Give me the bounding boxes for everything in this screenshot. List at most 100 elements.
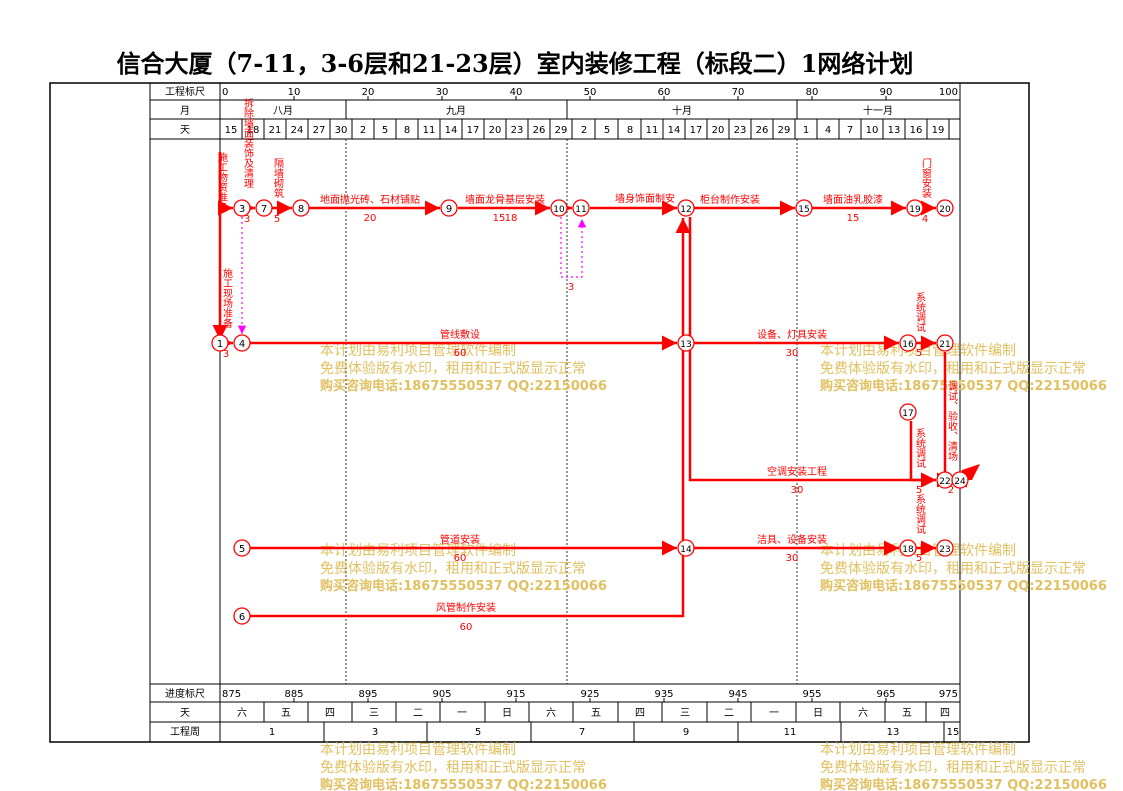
weekday-label: 二 (724, 708, 734, 719)
progress-tick-label: 925 (580, 689, 599, 700)
progress-tick-label: 945 (728, 689, 747, 700)
node-9: 9 (440, 199, 458, 217)
day-label: 23 (734, 125, 747, 136)
progress-tick-label: 935 (654, 689, 673, 700)
day-label: 19 (932, 125, 945, 136)
day-label: 13 (888, 125, 901, 136)
activity-label: 墙面油乳胶漆 (823, 193, 883, 206)
nodes: 1 3 4 5 6 7 8 9 10 11 12 13 14 15 16 17 … (211, 199, 969, 625)
svg-text:16: 16 (902, 340, 914, 350)
svg-text:14: 14 (680, 545, 692, 555)
row-label-month: 月 (180, 105, 190, 117)
activity-duration: 30 (786, 348, 799, 359)
row-label-progress: 进度标尺 (165, 687, 205, 700)
week-label: 1 (269, 727, 275, 738)
weekday-label: 五 (281, 708, 291, 719)
watermark-text: 购买咨询电话:18675550537 QQ:22150066 (820, 777, 1107, 791)
watermark-text: 免费体验版有水印，租用和正式版显示正常 (320, 760, 586, 776)
scale-tick-label: 30 (436, 87, 449, 98)
weekday-label: 六 (546, 707, 556, 719)
activity-label: 墙身饰面制安 (615, 192, 675, 205)
day-label: 26 (533, 125, 546, 136)
day-label: 5 (382, 125, 388, 136)
day-label: 16 (910, 125, 923, 136)
svg-text:5: 5 (239, 544, 245, 555)
outer-frame (49, 82, 1030, 743)
week-label: 3 (372, 727, 378, 738)
activity-label: 柜台制作安装 (700, 193, 760, 206)
activity-duration: 60 (460, 622, 473, 633)
activity-label: 隔墙砌筑 (272, 158, 284, 198)
week-label: 7 (579, 727, 585, 738)
svg-text:3: 3 (239, 204, 245, 215)
activity-duration: 60 (454, 348, 467, 359)
activity-duration: 18 (505, 213, 518, 224)
activity-label: 拆除墙面装饰及清理 (242, 97, 254, 188)
day-label: 20 (489, 125, 502, 136)
row-label-day: 天 (180, 125, 190, 136)
watermark-text: 本计划由易利项目管理软件编制 (820, 742, 1016, 758)
activity-duration: 4 (922, 214, 928, 225)
day-label: 18 (247, 125, 260, 136)
activity-label: 管线敷设 (440, 328, 480, 341)
node-3: 3 (233, 199, 251, 217)
watermark-text: 购买咨询电话:18675550537 QQ:22150066 (320, 777, 607, 791)
watermark-text: 免费体验版有水印，租用和正式版显示正常 (320, 561, 586, 577)
page-title: 信合大厦（7-11，3-6层和21-23层）室内装修工程（标段二）1网络计划 (116, 49, 914, 78)
scale-tick-label: 100 (939, 87, 958, 98)
svg-text:9: 9 (446, 204, 452, 215)
watermark-text: 购买咨询电话:18675550537 QQ:22150066 (320, 378, 607, 394)
week-label: 15 (947, 727, 960, 738)
svg-text:23: 23 (939, 545, 950, 555)
svg-text:6: 6 (239, 612, 245, 623)
activity-label: 系统调试 (914, 494, 926, 534)
dummy-arrows (237, 217, 587, 334)
watermark-text: 免费体验版有水印，租用和正式版显示正常 (320, 361, 586, 377)
day-label: 11 (423, 125, 436, 136)
scale-tick-label: 20 (362, 87, 375, 98)
month-label: 十一月 (863, 104, 893, 117)
row-label-scale: 工程标尺 (165, 86, 205, 98)
weekday-label: 一 (457, 708, 467, 719)
week-label: 9 (683, 727, 689, 738)
day-label: 29 (555, 125, 568, 136)
progress-tick-label: 875 (222, 689, 241, 700)
day-label: 21 (269, 125, 282, 136)
activity-duration: 15 (493, 213, 506, 224)
month-label: 八月 (273, 105, 293, 117)
day-label: 29 (778, 125, 791, 136)
weekday-label: 日 (502, 708, 512, 719)
progress-tick-label: 955 (802, 689, 821, 700)
watermark-text: 购买咨询电话:18675550537 QQ:22150066 (820, 378, 1107, 394)
arrow-12-22 (688, 217, 936, 488)
progress-tick-label: 895 (358, 689, 377, 700)
node-14: 14 (677, 539, 695, 557)
watermark-text: 购买咨询电话:18675550537 QQ:22150066 (820, 578, 1107, 594)
svg-text:8: 8 (298, 204, 304, 215)
day-label: 15 (225, 125, 238, 136)
day-label: 11 (646, 125, 659, 136)
activity-label: 施工物资准备 (216, 151, 228, 213)
weekday-label: 五 (902, 708, 912, 719)
day-label: 2 (581, 125, 587, 136)
activity-duration: 60 (454, 553, 467, 564)
watermark-text: 免费体验版有水印，租用和正式版显示正常 (820, 561, 1086, 577)
svg-text:17: 17 (902, 409, 913, 419)
scale-tick-label: 90 (880, 87, 893, 98)
month-label: 十月 (672, 104, 692, 117)
activity-label: 洁具、设备安装 (757, 533, 827, 546)
day-label: 17 (690, 125, 703, 136)
activity-label: 管道安装 (440, 533, 480, 546)
progress-tick-label: 975 (939, 689, 958, 700)
day-label: 17 (467, 125, 480, 136)
svg-text:21: 21 (939, 340, 950, 350)
activity-duration: 5 (916, 348, 922, 359)
node-18: 18 (899, 539, 917, 557)
dummy-arrow-10-11 (560, 217, 587, 278)
weekday-label: 六 (858, 707, 868, 719)
arrow-1-3 (218, 152, 233, 216)
scale-tick-label: 70 (732, 87, 745, 98)
activity-label: 墙面龙骨基层安装 (465, 193, 545, 206)
activity-duration: 30 (791, 485, 804, 496)
